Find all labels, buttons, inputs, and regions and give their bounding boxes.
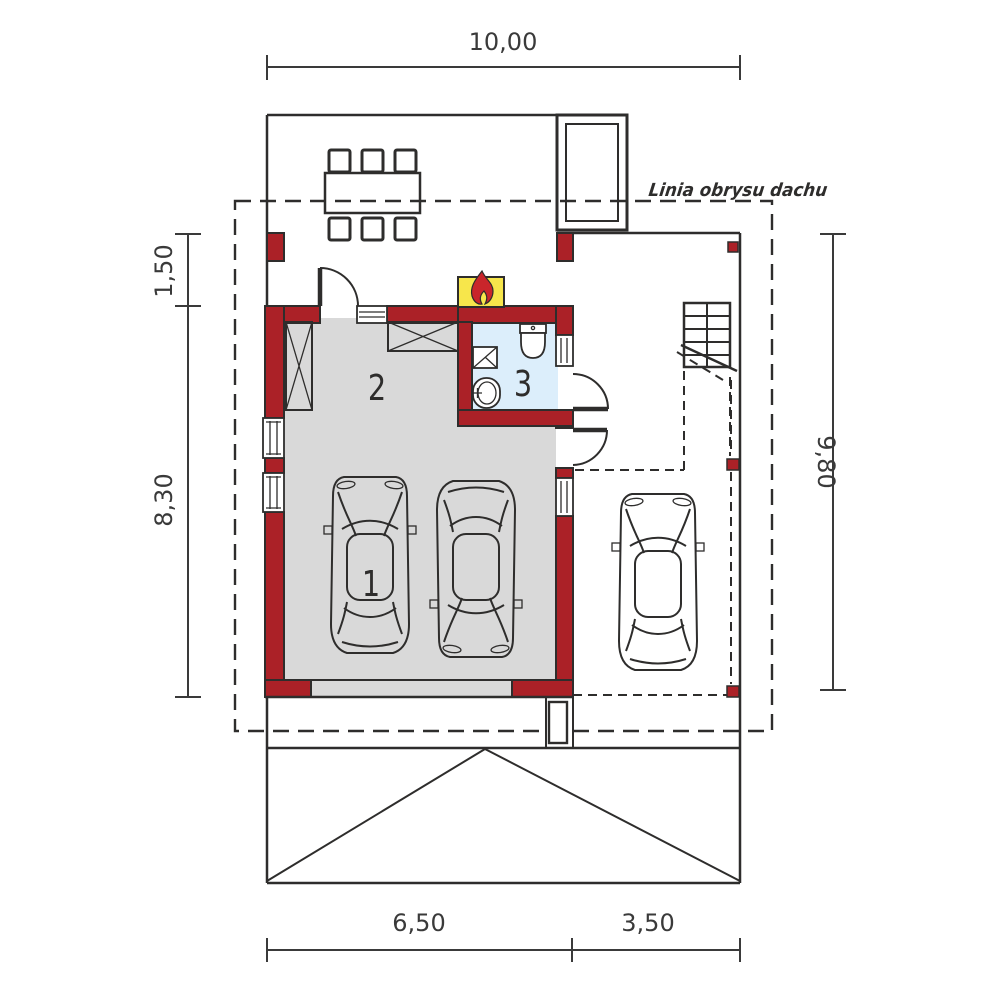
wall-left-upper <box>264 305 285 419</box>
wall-bottom-left <box>264 679 312 698</box>
driveway <box>265 679 741 885</box>
chair-icon <box>327 216 352 242</box>
chair-icon <box>360 216 385 242</box>
wall-top-2 <box>386 305 459 324</box>
roof-outline-dashed <box>233 199 774 733</box>
faucet-cross-icon <box>473 388 482 398</box>
walls <box>264 232 739 698</box>
window-bathroom <box>555 334 574 367</box>
car-parking <box>611 493 705 671</box>
bathroom-fixtures <box>472 323 547 409</box>
room-3-label: 3 <box>514 363 532 405</box>
cabinets <box>285 321 459 411</box>
doors <box>317 267 609 466</box>
wall-right-mid <box>555 467 574 479</box>
room-2-label: 2 <box>368 367 386 409</box>
roof-gable-lines <box>266 748 741 882</box>
chair-icon <box>360 148 385 174</box>
entrance-sill <box>356 305 388 324</box>
column-icon <box>547 700 569 745</box>
wall-pier-center <box>556 232 574 262</box>
canopy-post-bottom <box>726 685 740 698</box>
roof-outline-label: Linia obrysu dachu <box>647 181 828 202</box>
wall-left-lower <box>264 511 285 681</box>
canopy-post-top <box>727 241 739 253</box>
chair-icon <box>393 148 418 174</box>
chair-icon <box>393 216 418 242</box>
dim-right-label: 9,80 <box>812 435 840 488</box>
wall-right-lower <box>555 515 574 681</box>
dimension-left: 1,50 8,30 <box>150 233 201 698</box>
table-icon <box>323 171 422 215</box>
window-left-2 <box>262 472 285 513</box>
stairs-treads <box>684 303 730 367</box>
side-door-1-swing <box>572 373 609 410</box>
wardrobe-icon <box>285 321 313 411</box>
dim-bottom-left-label: 6,50 <box>392 909 445 937</box>
wall-bath-bottom <box>457 409 574 427</box>
wall-bottom-right <box>511 679 574 698</box>
dimension-top: 10,00 <box>266 28 741 80</box>
canopy-post-mid <box>726 458 740 471</box>
dimension-right: 9,80 <box>812 233 846 691</box>
cabinet-icon <box>387 321 459 352</box>
stairs-break-line <box>680 343 738 373</box>
skylight-outer <box>555 113 629 232</box>
room-1-label: 1 <box>362 563 380 605</box>
chair-icon <box>327 148 352 174</box>
dining-set-icon <box>323 148 422 242</box>
wall-right-upper <box>555 305 574 336</box>
toilet-tank-icon <box>519 323 547 334</box>
stairs <box>680 301 738 373</box>
column-enclosure <box>545 697 574 748</box>
side-door-2-swing <box>572 429 608 466</box>
wall-bath-left <box>457 321 473 411</box>
wall-pier-left <box>266 232 285 262</box>
toilet-bowl-icon <box>520 332 546 359</box>
entrance-door-swing <box>319 267 359 307</box>
dimension-bottom: 6,50 3,50 <box>266 909 741 962</box>
garage-door-sill <box>311 680 512 697</box>
windows <box>262 305 574 517</box>
dim-left-lower-label: 8,30 <box>150 473 178 526</box>
dim-bottom-right-label: 3,50 <box>621 909 674 937</box>
skylight-inner <box>565 123 619 222</box>
dim-left-upper-label: 1,50 <box>150 244 178 297</box>
flame-icon <box>470 269 494 306</box>
window-right <box>555 477 574 517</box>
fireplace-icon <box>457 269 505 308</box>
dim-top-label: 10,00 <box>469 28 538 56</box>
window-left-1 <box>262 417 285 459</box>
wall-left-mid <box>264 457 285 474</box>
